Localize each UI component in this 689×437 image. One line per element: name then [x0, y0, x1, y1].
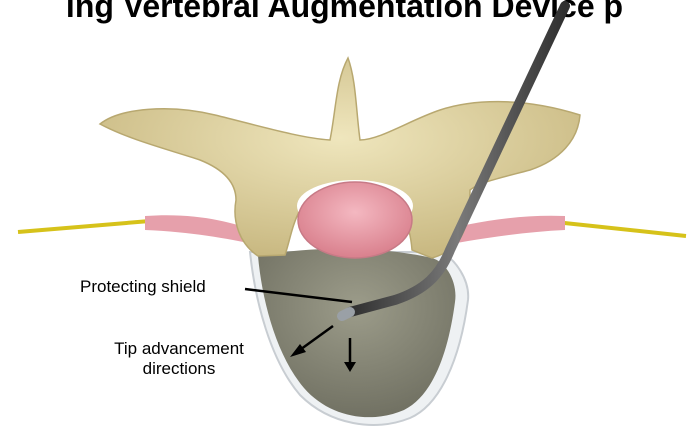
right-nerve	[555, 222, 686, 236]
tip-advancement-line1: Tip advancement	[104, 339, 254, 359]
tip-advancement-line2: directions	[104, 359, 254, 379]
instrument-tip	[342, 312, 350, 316]
left-nerve	[18, 221, 150, 232]
protecting-shield-label: Protecting shield	[80, 277, 206, 297]
tip-advancement-label: Tip advancement directions	[104, 339, 254, 379]
spinal-cord	[298, 182, 412, 258]
